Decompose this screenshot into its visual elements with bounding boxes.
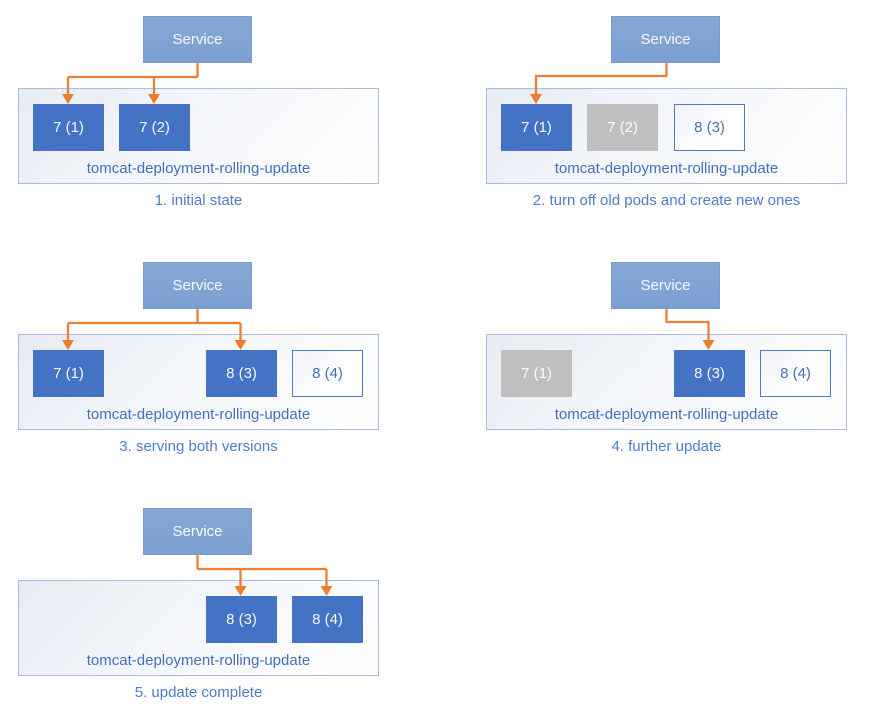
service-label: Service: [172, 523, 223, 540]
service-label: Service: [172, 31, 223, 48]
pod-8-3: 8 (3): [674, 350, 745, 397]
pod-label: 7 (1): [521, 119, 552, 136]
pod-7-2: 7 (2): [119, 104, 190, 151]
panel-2-turn-off-old-pods: Service 7 (1) 7 (2) 8 (3) tomcat-deploym…: [468, 0, 870, 246]
pod-label: 7 (2): [607, 119, 638, 136]
panel-3-serving-both-versions: Service 7 (1) 8 (3) 8 (4) tomcat-deploym…: [0, 246, 435, 492]
panel-caption: 3. serving both versions: [119, 438, 278, 455]
pod-8-4: 8 (4): [292, 350, 363, 397]
service-box: Service: [143, 16, 252, 63]
pod-8-4: 8 (4): [760, 350, 831, 397]
pod-label: 8 (3): [694, 365, 725, 382]
pod-label: 8 (3): [226, 611, 257, 628]
panel-caption: 5. update complete: [134, 684, 263, 701]
service-box: Service: [143, 508, 252, 555]
service-label: Service: [172, 277, 223, 294]
pod-8-3: 8 (3): [674, 104, 745, 151]
panel-5-update-complete: Service 8 (3) 8 (4) tomcat-deployment-ro…: [0, 492, 435, 718]
service-box: Service: [611, 262, 720, 309]
pod-7-1: 7 (1): [501, 350, 572, 397]
service-box: Service: [143, 262, 252, 309]
service-label: Service: [640, 31, 691, 48]
pod-7-1: 7 (1): [33, 104, 104, 151]
deployment-name: tomcat-deployment-rolling-update: [86, 652, 311, 669]
deployment-name: tomcat-deployment-rolling-update: [554, 160, 779, 177]
pod-7-2: 7 (2): [587, 104, 658, 151]
panel-1-initial-state: Service 7 (1) 7 (2) tomcat-deployment-ro…: [0, 0, 435, 246]
pod-8-4: 8 (4): [292, 596, 363, 643]
service-box: Service: [611, 16, 720, 63]
deployment-container: 7 (1) 8 (3) 8 (4) tomcat-deployment-roll…: [486, 334, 847, 430]
deployment-name: tomcat-deployment-rolling-update: [554, 406, 779, 423]
panel-caption: 1. initial state: [154, 192, 243, 209]
deployment-container: 7 (1) 8 (3) 8 (4) tomcat-deployment-roll…: [18, 334, 379, 430]
pod-label: 8 (3): [694, 119, 725, 136]
panel-caption: 2. turn off old pods and create new ones: [532, 192, 801, 209]
pod-8-3: 8 (3): [206, 350, 277, 397]
service-label: Service: [640, 277, 691, 294]
deployment-container: 7 (1) 7 (2) tomcat-deployment-rolling-up…: [18, 88, 379, 184]
pod-label: 7 (2): [139, 119, 170, 136]
pod-label: 8 (4): [312, 365, 343, 382]
pod-7-1: 7 (1): [33, 350, 104, 397]
pod-label: 7 (1): [53, 365, 84, 382]
pod-label: 7 (1): [53, 119, 84, 136]
deployment-container: 8 (3) 8 (4) tomcat-deployment-rolling-up…: [18, 580, 379, 676]
pod-8-3: 8 (3): [206, 596, 277, 643]
panel-4-further-update: Service 7 (1) 8 (3) 8 (4) tomcat-deploym…: [468, 246, 870, 492]
panel-caption: 4. further update: [611, 438, 722, 455]
deployment-name: tomcat-deployment-rolling-update: [86, 160, 311, 177]
pod-label: 8 (4): [312, 611, 343, 628]
deployment-name: tomcat-deployment-rolling-update: [86, 406, 311, 423]
pod-7-1: 7 (1): [501, 104, 572, 151]
pod-label: 7 (1): [521, 365, 552, 382]
deployment-container: 7 (1) 7 (2) 8 (3) tomcat-deployment-roll…: [486, 88, 847, 184]
pod-label: 8 (4): [780, 365, 811, 382]
pod-label: 8 (3): [226, 365, 257, 382]
